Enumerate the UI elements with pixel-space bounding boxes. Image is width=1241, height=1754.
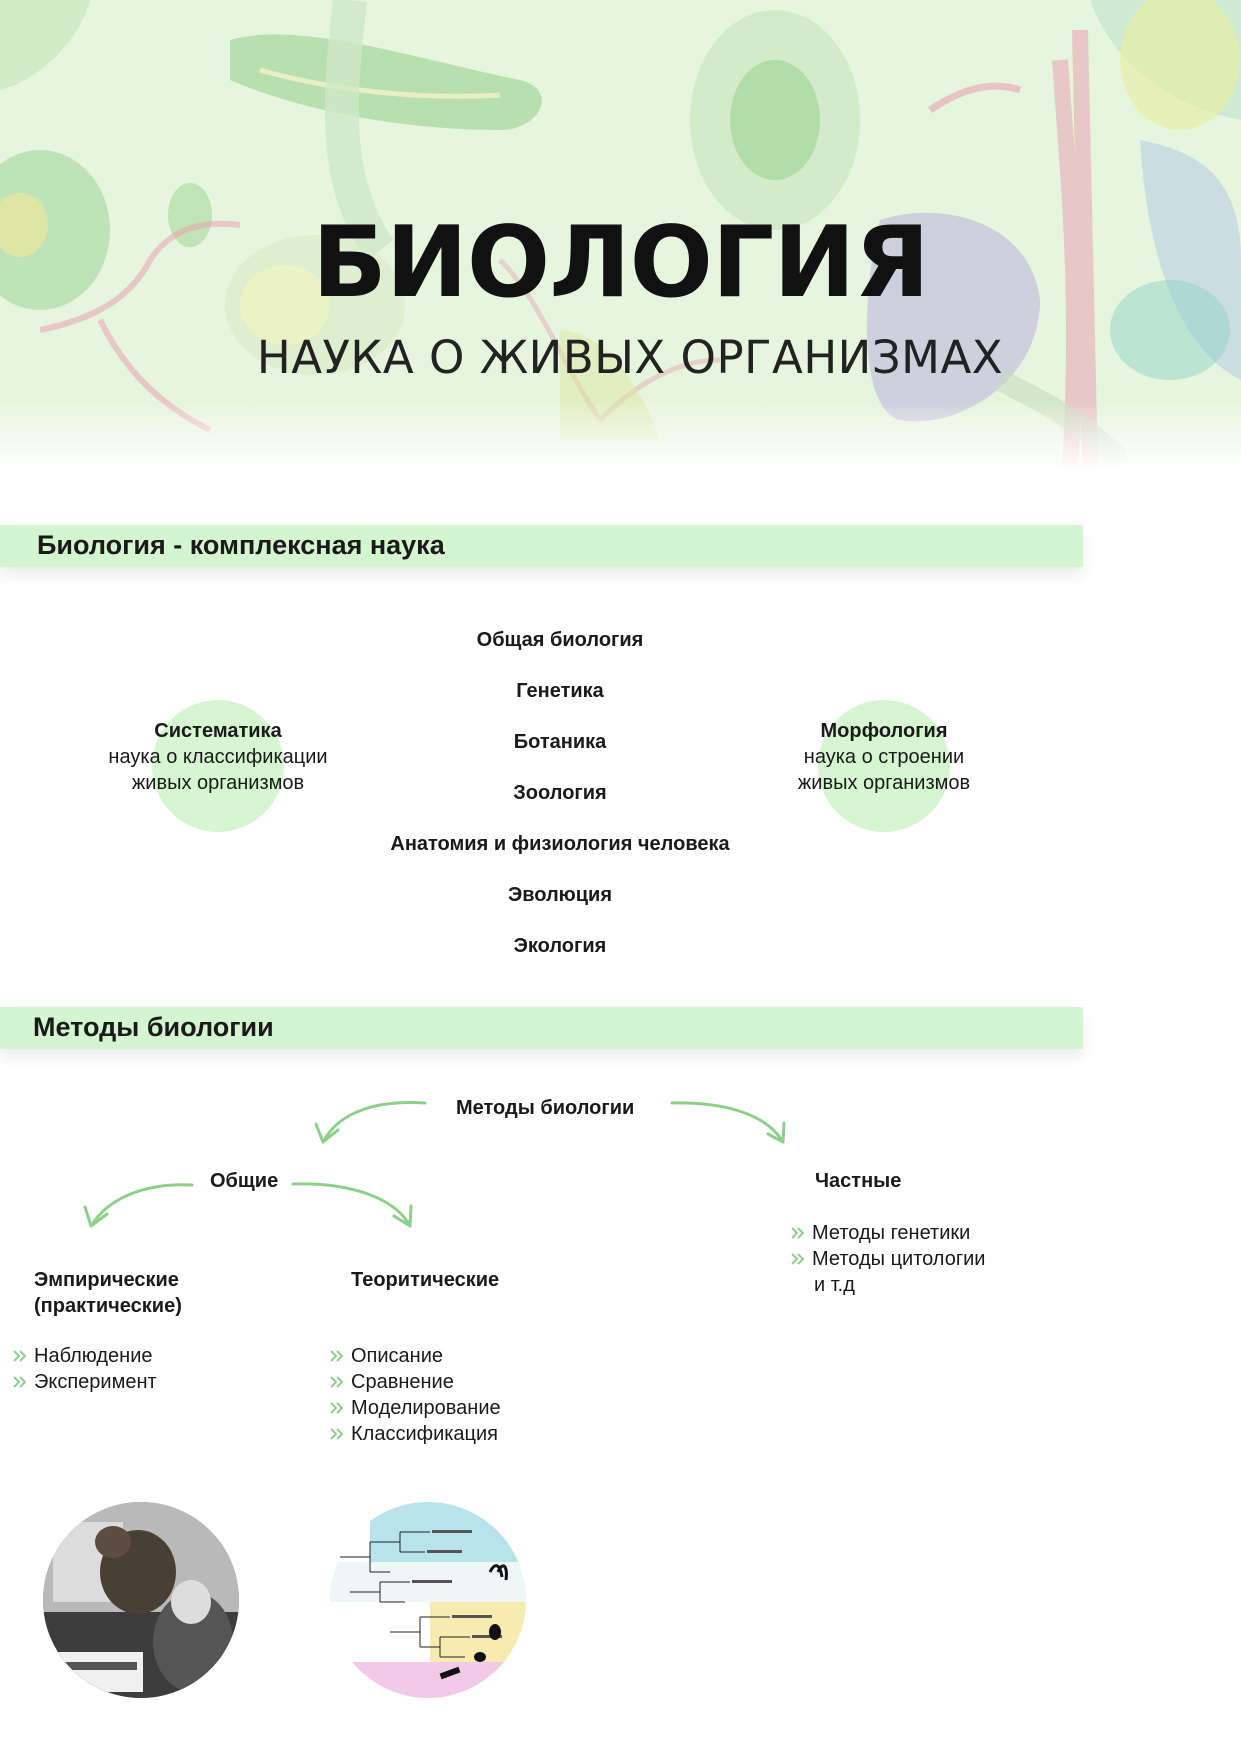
methods-general: Общие [210,1170,279,1192]
list-item: Методы цитологии [790,1246,985,1272]
list-item: Эксперимент [12,1369,157,1395]
list-item: и т.д [814,1274,855,1296]
systematics-name: Систематика [154,720,282,742]
methods-specific: Частные [815,1170,902,1192]
specific-methods-list: Методы генетики Методы цитологии и т.д [790,1220,985,1298]
arrow-to-theoretical [291,1182,412,1228]
discipline-item: Ботаника [513,731,607,753]
discipline-item: Генетика [516,680,604,702]
experiment-photo [43,1502,239,1698]
arrow-head [83,1205,109,1228]
section-title-complex: Биология - комплексная наука [37,530,445,560]
double-chevron-icon [13,1350,27,1362]
page-title: БИОЛОГИЯ [312,206,930,320]
hero-fade [0,400,1241,470]
arrow-head [766,1121,786,1144]
morphology-term: Морфология наука о строении живых органи… [734,718,1034,796]
double-chevron-icon [791,1253,805,1265]
methods-root: Методы биологии [456,1097,635,1119]
list-item: Описание [329,1343,501,1369]
theoretical-methods-list: Описание Сравнение Моделирование Классиф… [329,1343,501,1447]
page-subtitle: НАУКА О ЖИВЫХ ОРГАНИЗМАХ [256,331,1004,384]
morphology-circle [818,700,950,832]
list-item: Сравнение [329,1369,501,1395]
arrow-to-general [321,1101,427,1144]
list-item: Наблюдение [12,1343,157,1369]
arrow-to-specific [670,1101,785,1144]
section-header-complex [0,525,1083,567]
double-chevron-icon [791,1227,805,1239]
disciplines-list: Общая биология Генетика Ботаника Зоологи… [380,628,740,985]
double-chevron-icon [330,1376,344,1388]
systematics-desc-line2: живых организмов [131,772,305,794]
double-chevron-icon [330,1428,344,1440]
morphology-desc-line2: живых организмов [797,772,971,794]
phylogenetic-tree-image [330,1502,526,1698]
list-item: Методы генетики [790,1220,985,1246]
morphology-desc-line1: наука о строении [803,746,965,768]
discipline-item: Анатомия и физиология человека [390,833,730,855]
methods-empirical: Эмпирические (практические) [34,1267,182,1319]
section-title-methods: Методы биологии [33,1012,274,1042]
arrow-head [392,1204,413,1228]
methods-theoretical: Теоритические [351,1269,500,1291]
systematics-desc-line1: наука о классификации [108,746,328,768]
section-header-methods [0,1007,1083,1049]
double-chevron-icon [13,1376,27,1388]
morphology-name: Морфология [820,720,948,742]
method-tree-arrows [83,1101,786,1228]
discipline-item: Общая биология [476,629,644,651]
list-item: Моделирование [329,1395,501,1421]
empirical-line1: Эмпирические [34,1269,179,1291]
empirical-methods-list: Наблюдение Эксперимент [12,1343,157,1395]
list-item: Классификация [329,1421,501,1447]
double-chevron-icon [330,1402,344,1414]
arrow-head [314,1122,340,1144]
arrow-to-empirical [89,1183,194,1228]
biology-illustration [0,0,1241,470]
discipline-item: Эволюция [507,884,613,906]
empirical-line2: (практические) [34,1295,182,1317]
double-chevron-icon [330,1350,344,1362]
systematics-circle [152,700,284,832]
discipline-item: Экология [513,935,607,957]
hero-banner: БИОЛОГИЯ НАУКА О ЖИВЫХ ОРГАНИЗМАХ [0,0,1241,470]
systematics-term: Систематика наука о классификации живых … [68,718,368,796]
discipline-item: Зоология [513,782,607,804]
